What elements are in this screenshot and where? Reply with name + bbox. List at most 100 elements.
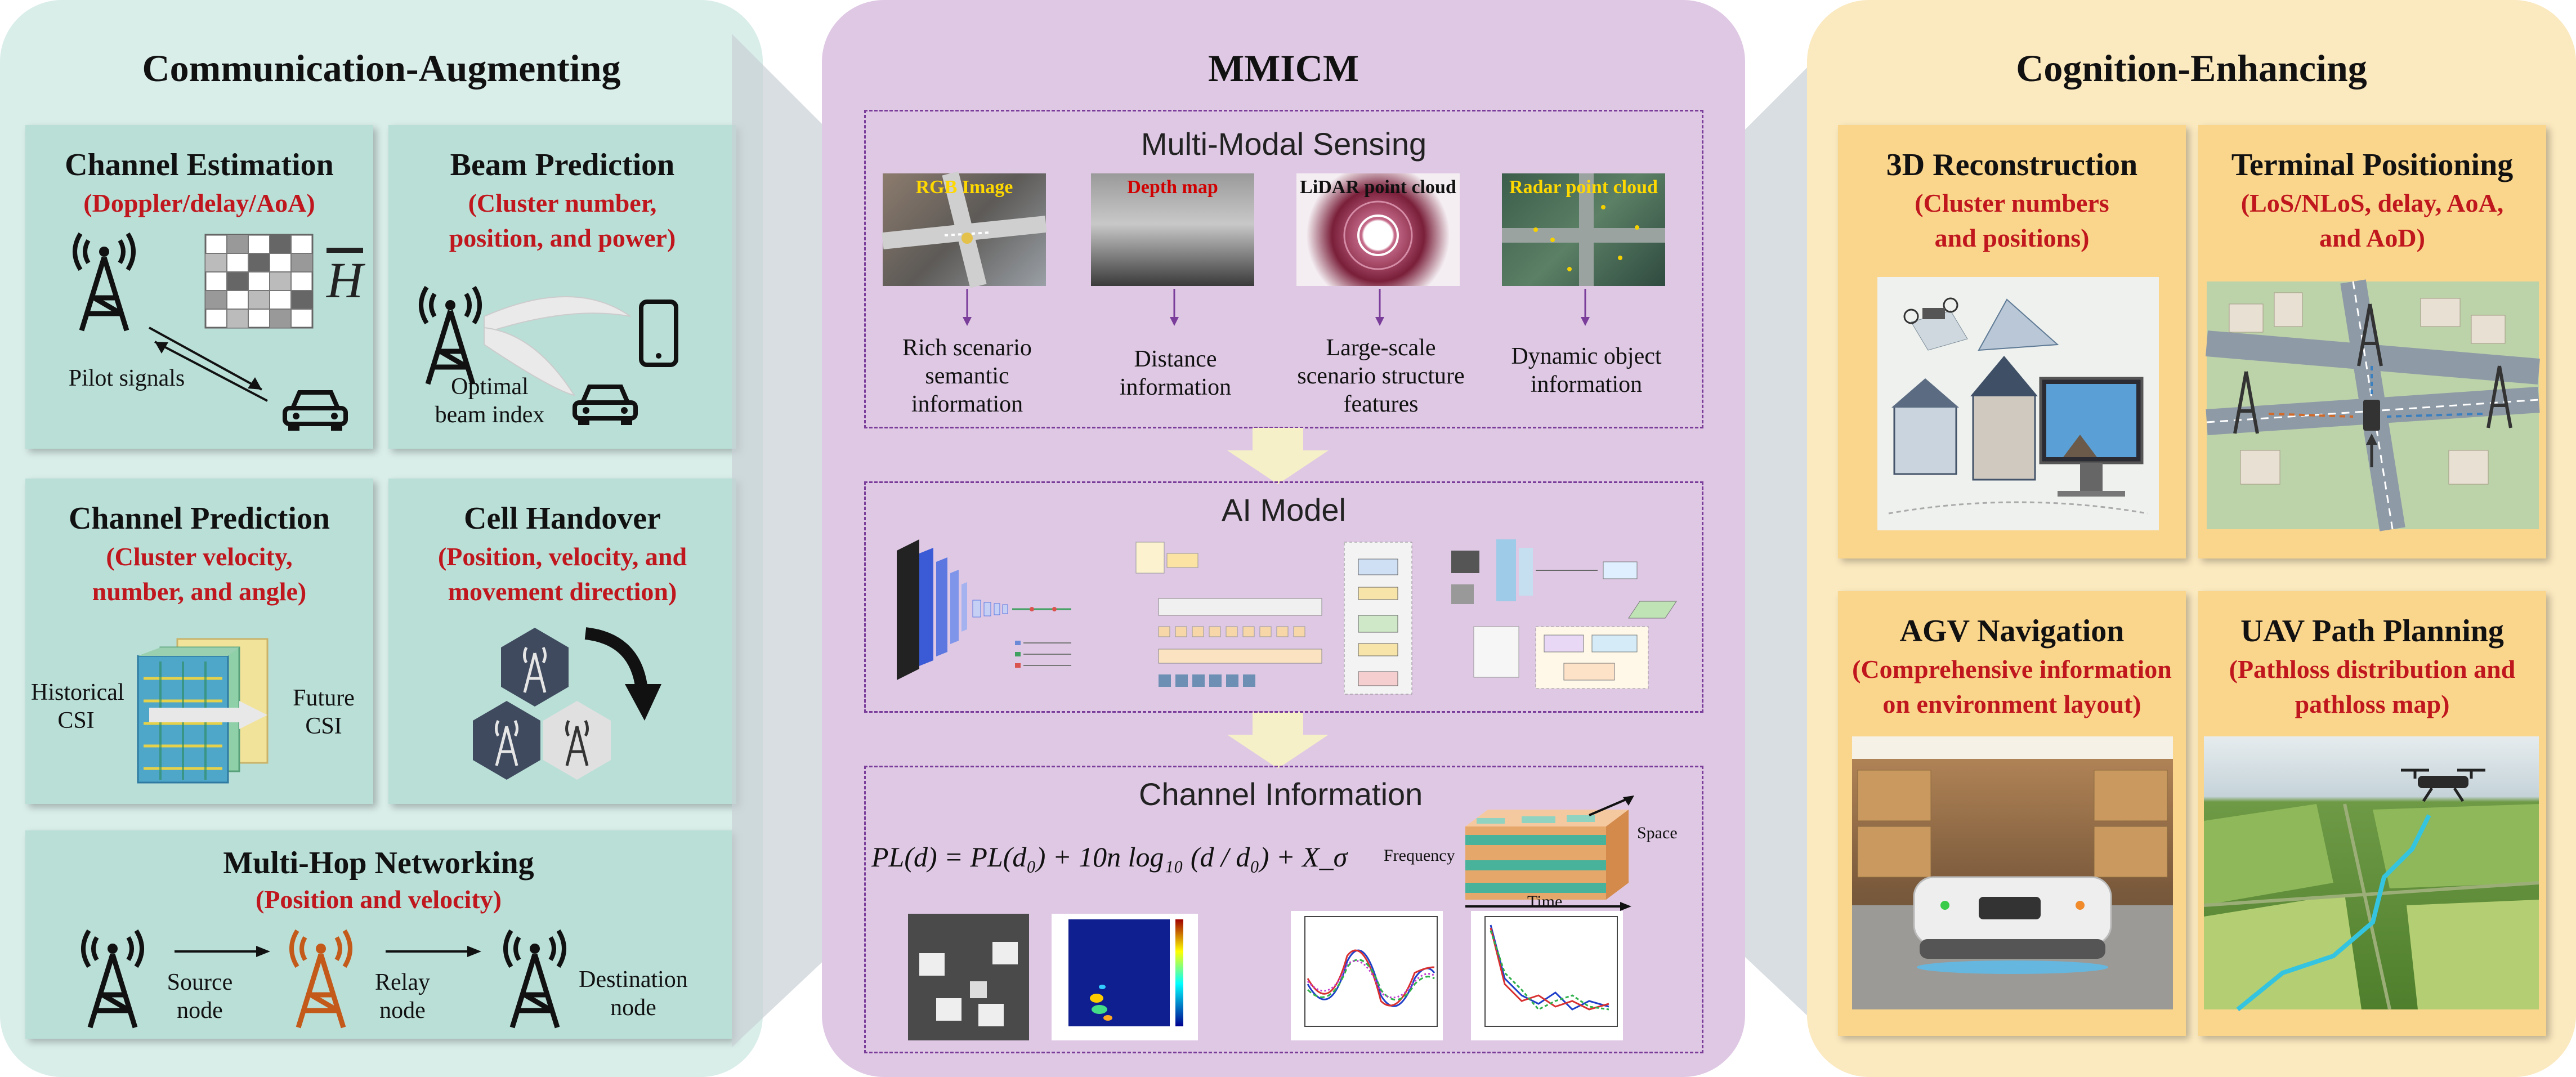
rgb-description: Rich scenario semantic information: [883, 334, 1052, 418]
historical-label: Historical: [31, 680, 124, 705]
car-icon: [573, 385, 638, 425]
channel-tensor: [1465, 796, 1634, 911]
hop-arrow-1: [175, 946, 270, 957]
frequency-label: Frequency: [1384, 846, 1455, 865]
multi-hop-title: Multi-Hop Networking: [223, 846, 534, 881]
sensing-down-arrows: [963, 289, 1590, 326]
rgb-desc-line2: semantic: [925, 363, 1009, 389]
antenna-tower-icon: [73, 232, 136, 332]
optimal-label: Optimal: [451, 374, 529, 400]
lidar-rings: [1343, 200, 1413, 270]
line-plot-thumb-1: [1291, 911, 1443, 1040]
future-label: Future: [293, 685, 355, 711]
car-icon: [283, 390, 348, 431]
relay-node: node: [379, 998, 426, 1024]
source-tower-icon: [81, 929, 144, 1029]
line-plot-thumb-2: [1471, 911, 1623, 1040]
terminal-positioning-subtitle-2: and AoD): [2319, 224, 2425, 252]
ai-model-title: AI Model: [1222, 492, 1346, 528]
uav-scene: [2203, 768, 2539, 1012]
encoder-diagram: [1344, 542, 1412, 695]
heatmap: [1068, 919, 1183, 1026]
historical-csi-label: Historical CSI: [31, 678, 124, 735]
source-node-label: Source node: [155, 968, 245, 1025]
radar-thumb: Radar point cloud: [1502, 173, 1665, 286]
relay-label: Relay: [375, 969, 430, 995]
middle-panel-title: MMICM: [1208, 47, 1359, 90]
uav-path-planning-subtitle-1: (Pathloss distribution and: [2229, 655, 2516, 683]
heatmap-thumb: [1052, 914, 1198, 1040]
lidar-thumb: LiDAR point cloud: [1296, 173, 1460, 286]
destination-node-label: Destination node: [569, 966, 698, 1022]
pilot-signals-label: Pilot signals: [68, 365, 185, 391]
uav-path-planning-subtitle-2: pathloss map): [2295, 690, 2450, 718]
hexagon-cells: [473, 627, 661, 780]
uav-illustration: [2203, 736, 2539, 1012]
reconstruction-illustration: [1877, 277, 2159, 530]
pilot-arrows: [149, 327, 268, 402]
3d-reconstruction-card: 3D Reconstruction (Cluster numbers and p…: [1838, 125, 2186, 558]
agv-navigation-title: AGV Navigation: [1899, 614, 2125, 649]
radar-points: [1502, 173, 1665, 286]
positioning-scene: [2206, 279, 2540, 531]
map-blocks: [919, 942, 1018, 1026]
relay-node-label: Relay node: [363, 968, 442, 1025]
agv-navigation-card: AGV Navigation (Comprehensive informatio…: [1838, 591, 2186, 1036]
multi-hop-card: Multi-Hop Networking (Position and veloc…: [25, 830, 732, 1039]
lidar-desc-line2: scenario structure: [1297, 363, 1465, 389]
antenna-tower-icon: [419, 285, 482, 385]
depth-desc-line1: Distance: [1134, 346, 1217, 372]
lidar-description: Large-scale scenario structure features: [1288, 334, 1474, 418]
road-marks: [882, 171, 1047, 288]
rgb-desc-line3: information: [911, 391, 1023, 417]
lidar-desc-line1: Large-scale: [1326, 335, 1436, 361]
agv-navigation-subtitle-1: (Comprehensive information: [1852, 655, 2172, 683]
right-panel-title: Cognition-Enhancing: [2016, 47, 2367, 90]
agv-navigation-subtitle-2: on environment layout): [1882, 690, 2141, 718]
depth-desc-line2: information: [1119, 374, 1232, 400]
historical-csi: CSI: [57, 708, 95, 734]
channel-information-box: Channel Information PL(d) = PL(d₀) + 10n…: [864, 766, 1703, 1053]
cnn-diagram: [897, 539, 1071, 680]
depth-map-thumb: Depth map: [1091, 173, 1254, 286]
terminal-positioning-card: Terminal Positioning (LoS/NLoS, delay, A…: [2198, 125, 2546, 558]
beam-index-label: beam index: [435, 402, 545, 428]
channel-information-title: Channel Information: [1139, 776, 1423, 812]
reconstruction-scene: [1888, 297, 2148, 515]
multi-modal-sensing-box: Multi-Modal Sensing RGB Image Depth map …: [864, 110, 1703, 428]
destination-node: node: [610, 995, 656, 1021]
lidar-caption: LiDAR point cloud: [1300, 177, 1456, 198]
csi-cubes: [137, 638, 269, 784]
radar-desc-line1: Dynamic object: [1511, 343, 1662, 369]
destination-label: Destination: [579, 967, 688, 993]
fusion-diagram: [1451, 539, 1677, 689]
optimal-beam-index-label: Optimal beam index: [422, 373, 557, 429]
destination-tower-icon: [503, 929, 566, 1029]
cell-handover-subtitle-2: movement direction): [448, 577, 677, 606]
line-plot-2: [1484, 916, 1618, 1027]
rgb-desc-line1: Rich scenario: [902, 335, 1032, 361]
channel-estimation-title: Channel Estimation: [65, 148, 334, 182]
ai-model-box: AI Model: [864, 481, 1703, 713]
future-csi: CSI: [305, 713, 342, 739]
channel-prediction-card: Channel Prediction (Cluster velocity, nu…: [25, 479, 373, 804]
agv-illustration: [1852, 736, 2173, 1009]
terminal-positioning-subtitle-1: (LoS/NLoS, delay, AoA,: [2240, 189, 2504, 217]
channel-estimation-card: Channel Estimation (Doppler/delay/AoA) H…: [25, 125, 373, 449]
3d-reconstruction-subtitle-2: and positions): [1934, 224, 2090, 252]
beams: [484, 296, 631, 396]
rgb-image-thumb: RGB Image: [882, 171, 1047, 288]
channel-prediction-subtitle-1: (Cluster velocity,: [106, 542, 293, 571]
h-bar-symbol: H: [327, 253, 363, 309]
cell-handover-card: Cell Handover (Position, velocity, and m…: [388, 479, 736, 804]
agv-scene: [1852, 736, 2173, 1009]
depth-map-caption: Depth map: [1127, 177, 1218, 198]
hop-arrow-2: [386, 946, 481, 957]
pathloss-map-thumb: [908, 914, 1029, 1040]
future-csi-label: Future CSI: [284, 684, 363, 740]
positioning-illustration: [2206, 279, 2540, 531]
radar-desc-line2: information: [1530, 372, 1643, 397]
beam-prediction-subtitle-1: (Cluster number,: [468, 189, 657, 217]
left-connector: [732, 34, 828, 1047]
beam-prediction-subtitle-2: position, and power): [449, 224, 676, 252]
